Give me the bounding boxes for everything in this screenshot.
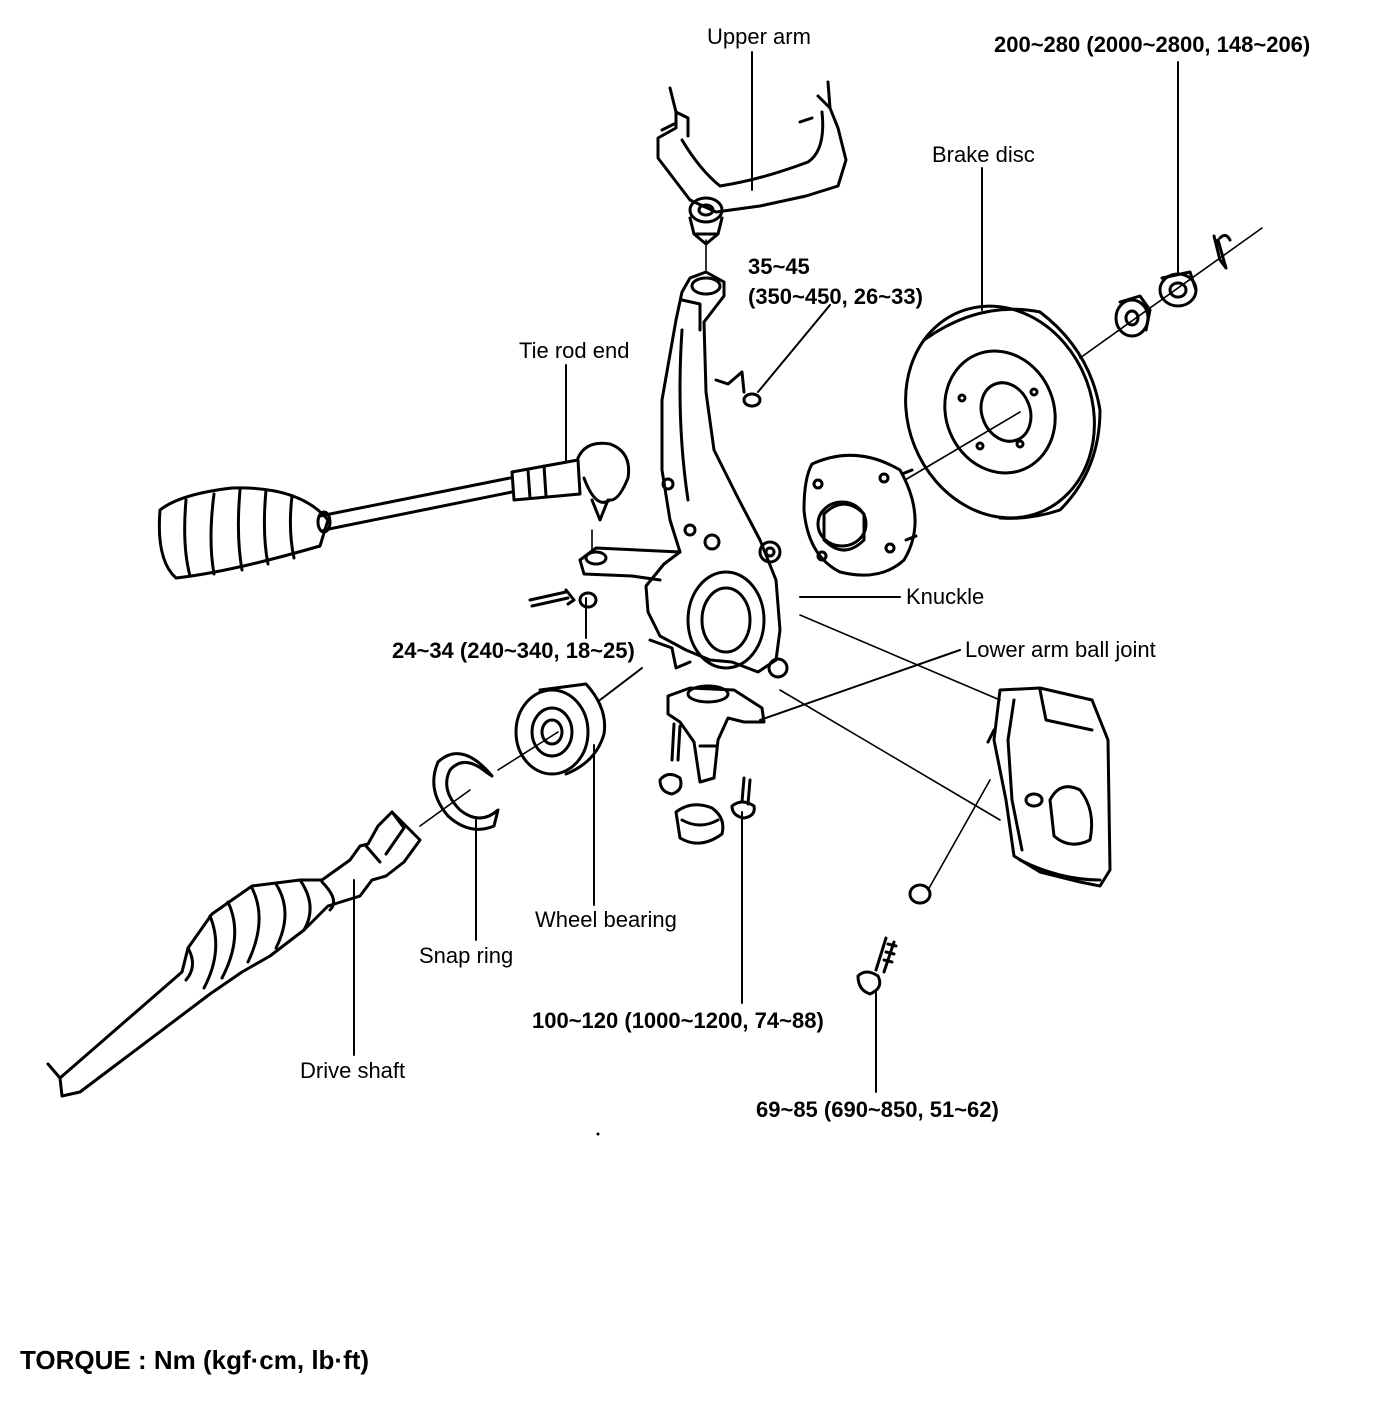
torque-upper-arm-nut-line2: (350~450, 26~33) [748,284,923,309]
label-brake-disc: Brake disc [932,142,1035,167]
wheel-bearing [514,682,607,776]
label-knuckle: Knuckle [906,584,985,609]
torque-caliper-bolt: 69~85 (690~850, 51~62) [756,1097,999,1122]
snap-ring [432,752,500,831]
tie-rod-nut-and-pin [528,588,598,609]
knuckle [578,270,789,679]
lower-arm-ball-joint [658,684,766,845]
torque-hub-nut: 200~280 (2000~2800, 148~206) [994,32,1311,57]
brake-caliper [986,686,1112,888]
assembly-axes [419,227,1263,891]
torque-unit-legend: TORQUE : Nm (kgf·cm, lb·ft) [20,1345,370,1375]
wheel-hub [802,453,918,577]
upper-arm-nut [714,370,762,408]
torque-ball-joint-bolt: 100~120 (1000~1200, 74~88) [532,1008,824,1033]
hub-nut [1114,233,1232,338]
leader-lines [353,51,1179,1093]
upper-arm [656,80,848,246]
stray-dot [596,1132,600,1136]
tie-rod-end [157,441,631,580]
caliper-bolt [856,883,932,996]
label-wheel-bearing: Wheel bearing [535,907,677,932]
drive-shaft [46,810,422,1098]
label-upper-arm: Upper arm [707,24,811,49]
label-snap-ring: Snap ring [419,943,514,968]
label-lower-arm-ball-joint: Lower arm ball joint [965,637,1156,662]
brake-disc [904,304,1102,520]
torque-tie-rod-nut: 24~34 (240~340, 18~25) [392,638,635,663]
torque-upper-arm-nut-line1: 35~45 [748,254,810,279]
label-drive-shaft: Drive shaft [300,1058,406,1083]
label-tie-rod-end: Tie rod end [519,338,630,363]
